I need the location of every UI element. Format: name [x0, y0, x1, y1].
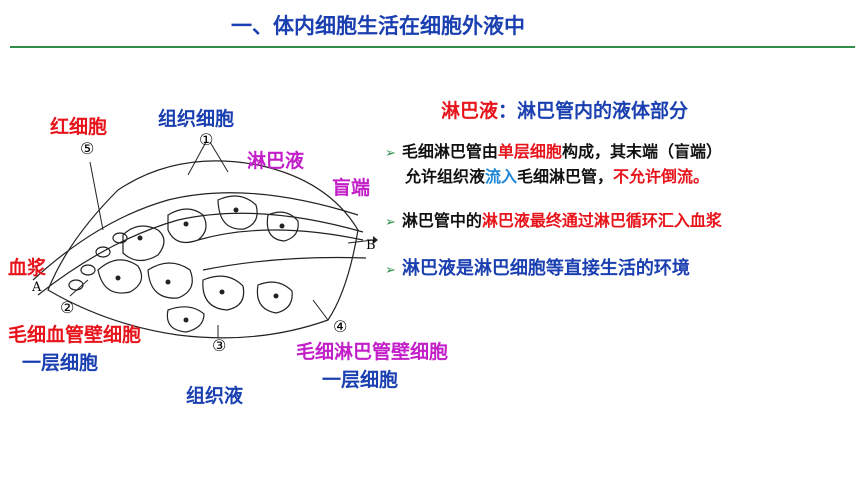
arrow-bullet-icon: ➢ — [385, 146, 396, 161]
label-tissue-fluid: 组织液 — [186, 385, 244, 407]
tissue-cell — [256, 281, 293, 314]
blood-capillary-upper — [32, 192, 359, 281]
marker-3: ③ — [212, 336, 227, 355]
marker-a: A — [32, 280, 42, 295]
bullet-highlight: 流入 — [485, 167, 518, 186]
tissue-outline — [47, 160, 359, 339]
definition-text: 淋巴管内的液体部分 — [517, 100, 689, 122]
bullet-text: 淋巴液是淋巴细胞等直接生活的环境 — [401, 258, 690, 279]
tissue-diagram — [32, 141, 378, 339]
bullet-highlight: 不允许倒流。 — [613, 167, 710, 186]
lymph-capillary-upper — [197, 229, 364, 241]
label-lymph-layer: 一层细胞 — [322, 369, 399, 391]
tissue-cell — [166, 306, 205, 333]
tissue-cell — [97, 259, 143, 294]
lymph-capillary-lower — [202, 256, 367, 271]
bullet-text: 毛细淋巴管， — [517, 167, 614, 186]
bullet-highlight: 单层细胞 — [497, 142, 562, 161]
bullet-1-line-1: ➢ 毛细淋巴管由单层细胞构成，其末端（盲端） — [385, 140, 722, 166]
arrow-bullet-icon: ➢ — [385, 263, 396, 278]
arrow-bullet-icon: ➢ — [385, 215, 396, 230]
label-blind-end: 盲端 — [332, 177, 371, 199]
marker-1: ① — [199, 130, 214, 149]
label-plasma: 血浆 — [8, 257, 47, 279]
label-lymph-wall: 毛细淋巴管壁细胞 — [296, 341, 449, 363]
label-capillary-layer: 一层细胞 — [22, 352, 99, 374]
marker-b: B — [366, 238, 376, 253]
title-divider — [10, 46, 855, 48]
bullet-text: 淋巴管中的 — [401, 211, 482, 230]
bullet-highlight: 淋巴液最终通过淋巴循环汇入血浆 — [481, 211, 722, 230]
bullet-3: ➢ 淋巴液是淋巴细胞等直接生活的环境 — [385, 257, 690, 283]
marker-5: ⑤ — [80, 139, 95, 158]
marker-4: ④ — [333, 317, 348, 336]
bullet-2: ➢ 淋巴管中的淋巴液最终通过淋巴循环汇入血浆 — [385, 209, 722, 235]
slide-title: 一、体内细胞生活在细胞外液中 — [231, 14, 525, 38]
label-capillary-wall: 毛细血管壁细胞 — [8, 324, 142, 346]
blood-capillary-lower — [37, 212, 364, 296]
tissue-cell — [147, 262, 193, 299]
tissue-cell — [167, 208, 207, 243]
label-red-cell: 红细胞 — [50, 116, 108, 138]
bullet-1-line-2: 允许组织液流入毛细淋巴管，不允许倒流。 — [405, 165, 709, 189]
label-lymph: 淋巴液 — [247, 150, 305, 172]
marker-2: ② — [60, 298, 75, 317]
lymph-definition: 淋巴液：淋巴管内的液体部分 — [441, 96, 688, 123]
tissue-cell — [202, 275, 245, 311]
label-tissue-cell: 组织细胞 — [158, 108, 235, 130]
definition-term: 淋巴液 — [441, 100, 499, 122]
tissue-cell — [122, 225, 165, 262]
tissue-cell — [217, 195, 258, 230]
bullet-text: 允许组织液 — [405, 167, 486, 186]
definition-colon: ： — [498, 100, 518, 122]
tissue-cell — [266, 211, 299, 242]
bullet-text: 构成，其末端（盲端） — [561, 142, 722, 161]
bullet-text: 毛细淋巴管由 — [401, 142, 498, 161]
